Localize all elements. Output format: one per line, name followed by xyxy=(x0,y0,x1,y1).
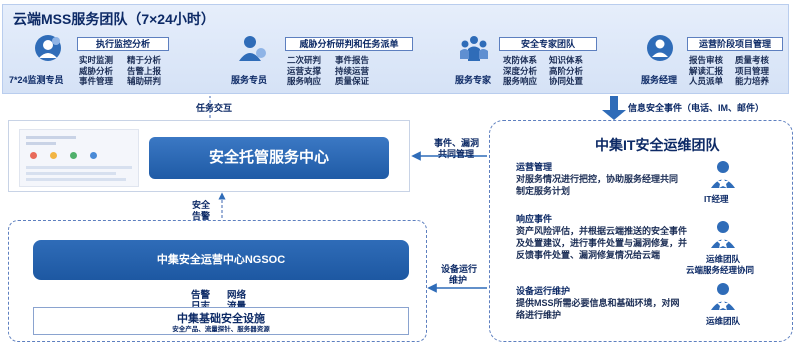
ops-team-icon xyxy=(711,221,735,248)
role-duties-col2: 精于分析 告警上报 辅助研判 xyxy=(127,55,161,87)
expert-group-icon xyxy=(460,36,488,61)
duty: 辅助研判 xyxy=(127,76,162,86)
role-duties-col1: 攻防体系 深度分析 服务响应 xyxy=(503,55,537,87)
ops-team-2-label: 运维团队 xyxy=(706,316,741,326)
ops-team-sublabel: 云端服务经理协同 xyxy=(686,265,755,275)
duty: 精于分析 xyxy=(127,55,162,65)
infrastructure-title: 中集基础安全设施 xyxy=(177,313,265,325)
section-desc: 资产风险评估，并根据云端推送的安全事件及处置建议，进行事件处置与漏洞修复，并反馈… xyxy=(516,226,688,260)
section-desc: 提供MSS所需必要信息和基础环境，对网络进行维护 xyxy=(516,298,680,320)
role-manager: 服务经理 运营阶段项目管理 报告审核 解读汇报 人员派单 质量考核 项目管理 能… xyxy=(639,29,789,93)
section-title: 响应事件 xyxy=(516,214,553,224)
it-manager-label: IT经理 xyxy=(704,194,729,204)
role-service: 服务专员 威胁分析研判和任务派单 二次研判 运营支撑 服务响应 事件报告 持续运… xyxy=(229,29,419,93)
role-duties-col2: 事件报告 持续运营 质量保证 xyxy=(335,55,369,87)
duty: 高阶分析 xyxy=(549,65,584,76)
manager-gear-icon xyxy=(647,35,673,61)
section-title: 运营管理 xyxy=(516,162,553,172)
ngsoc-panel: 中集安全运营中心NGSOC 告警 网络 日志 流量 中集基础安全设施 安全产品、… xyxy=(8,220,427,342)
role-duties-col1: 报告审核 解读汇报 人员派单 xyxy=(689,55,723,87)
role-header: 威胁分析研判和任务派单 xyxy=(285,37,413,51)
duty: 攻防体系 xyxy=(503,55,538,65)
duty: 事件管理 xyxy=(79,76,114,86)
role-header: 执行监控分析 xyxy=(77,37,169,51)
role-name: 服务专家 xyxy=(455,75,492,85)
infrastructure-box: 中集基础安全设施 安全产品、流量探针、服务器资源 xyxy=(33,307,409,335)
dashboard-thumbnail xyxy=(19,129,139,187)
role-duties-col2: 知识体系 高阶分析 协同处置 xyxy=(549,55,583,87)
it-manager-icon xyxy=(711,161,735,188)
role-header: 安全专家团队 xyxy=(499,37,597,51)
ops-team-panel: 中集IT安全运维团队 运营管理 对服务情况进行把控，协助服务经理共同制定服务计划… xyxy=(489,120,793,342)
duty: 知识体系 xyxy=(549,55,584,65)
log-flow-label: 日志 xyxy=(191,298,210,312)
monitor-gear-icon xyxy=(35,35,61,61)
ops-section-maintenance: 设备运行维护 提供MSS所需必要信息和基础环境，对网络进行维护 xyxy=(516,285,686,321)
event-vuln-label-1: 事件、漏洞 xyxy=(434,138,480,148)
ops-section-operations: 运营管理 对服务情况进行把控，协助服务经理共同制定服务计划 xyxy=(516,161,686,197)
duty: 服务响应 xyxy=(503,76,538,86)
section-title: 设备运行维护 xyxy=(516,286,571,296)
role-name: 7*24监测专员 xyxy=(9,75,64,85)
alert-flow-label: 告警 xyxy=(191,290,211,301)
duty: 告警上报 xyxy=(127,65,162,76)
duty: 服务响应 xyxy=(287,76,322,86)
security-alert-label-2: 告警 xyxy=(192,211,211,221)
security-alert-label-1: 安全 xyxy=(192,200,211,210)
duty: 运营支撑 xyxy=(287,65,322,76)
role-name: 服务专员 xyxy=(231,75,268,85)
team-title: 云端MSS服务团队（7×24小时） xyxy=(13,11,215,27)
duty: 协同处置 xyxy=(549,76,584,86)
duty: 报告审核 xyxy=(689,55,724,65)
network-flow-label: 网络 xyxy=(227,290,247,301)
duty: 人员派单 xyxy=(689,76,724,86)
role-duties-col1: 实时监测 威胁分析 事件管理 xyxy=(79,55,113,87)
duty: 实时监测 xyxy=(79,55,114,65)
role-expert: 服务专家 安全专家团队 攻防体系 深度分析 服务响应 知识体系 高阶分析 协同处… xyxy=(451,29,611,93)
ops-team-icon-2 xyxy=(711,283,735,310)
duty: 项目管理 xyxy=(735,65,770,76)
duty: 威胁分析 xyxy=(79,65,114,76)
event-vuln-label-2: 共同管理 xyxy=(438,149,475,159)
role-duties-col2: 质量考核 项目管理 能力培养 xyxy=(735,55,769,87)
info-event-arrow-icon xyxy=(602,96,626,120)
infrastructure-subtitle: 安全产品、流量探针、服务器资源 xyxy=(172,326,270,333)
service-center-button[interactable]: 安全托管服务中心 xyxy=(149,137,389,179)
task-interaction-label: 任务交互 xyxy=(196,103,233,113)
duty: 质量保证 xyxy=(335,76,370,86)
ops-section-response: 响应事件 资产风险评估，并根据云端推送的安全事件及处置建议，进行事件处置与漏洞修… xyxy=(516,213,688,261)
duty: 质量考核 xyxy=(735,55,770,65)
traffic-flow-label: 流量 xyxy=(227,298,246,312)
device-ops-label-2: 维护 xyxy=(449,275,468,285)
ops-team-title: 中集IT安全运维团队 xyxy=(595,137,720,153)
role-monitor: 7*24监测专员 执行监控分析 实时监测 威胁分析 事件管理 精于分析 告警上报… xyxy=(9,29,179,93)
device-ops-label-1: 设备运行 xyxy=(441,264,478,274)
service-person-icon xyxy=(239,36,266,61)
role-name: 服务经理 xyxy=(641,75,678,85)
ops-team-label: 运维团队 xyxy=(706,254,741,264)
duty: 持续运营 xyxy=(335,65,370,76)
duty: 能力培养 xyxy=(735,76,770,86)
duty: 解读汇报 xyxy=(689,65,724,76)
role-duties-col1: 二次研判 运营支撑 服务响应 xyxy=(287,55,321,87)
ngsoc-button[interactable]: 中集安全运营中心NGSOC xyxy=(33,240,409,280)
service-center-panel: 安全托管服务中心 xyxy=(8,120,410,192)
role-header: 运营阶段项目管理 xyxy=(687,37,783,51)
duty: 事件报告 xyxy=(335,55,370,65)
info-event-label: 信息安全事件（电话、IM、邮件） xyxy=(628,103,764,113)
section-desc: 对服务情况进行把控，协助服务经理共同制定服务计划 xyxy=(516,174,679,196)
mss-team-panel: 云端MSS服务团队（7×24小时） 7*24监测专员 执行监控分析 实时监测 威… xyxy=(2,4,789,94)
duty: 深度分析 xyxy=(503,65,538,76)
duty: 二次研判 xyxy=(287,55,322,65)
